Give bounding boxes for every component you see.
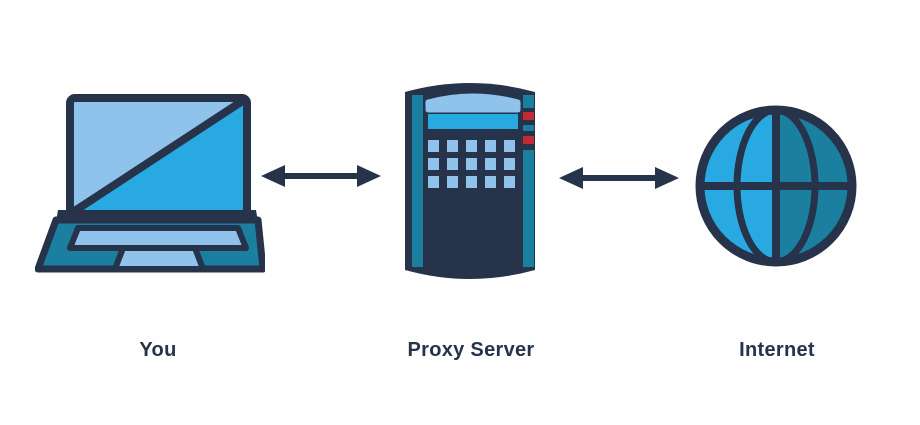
- server-right-stripe: [523, 150, 534, 267]
- node-label-you: You: [139, 339, 177, 361]
- screen-diagonal-divider: [67, 94, 250, 218]
- laptop-icon: [35, 94, 265, 273]
- server-display-bar: [428, 114, 518, 129]
- server-indicator-light-red: [523, 136, 534, 144]
- node-label-internet: Internet: [739, 339, 815, 361]
- node-label-proxy-server: Proxy Server: [407, 339, 535, 361]
- server-indicator-light-teal: [523, 125, 534, 131]
- globe-icon: [695, 105, 857, 267]
- globe-outline: [695, 105, 857, 267]
- server-top-vent: [425, 93, 521, 113]
- server-indicator-light-red: [523, 112, 534, 120]
- proxy-server-icon: [405, 83, 535, 279]
- laptop-keyboard: [67, 225, 249, 251]
- server-left-stripe: [412, 95, 423, 267]
- double-arrow-icon: [559, 167, 679, 189]
- double-arrow-icon: [261, 165, 381, 187]
- server-keypad: [428, 140, 515, 188]
- server-side-slot: [523, 95, 534, 108]
- laptop-trackpad: [112, 245, 206, 272]
